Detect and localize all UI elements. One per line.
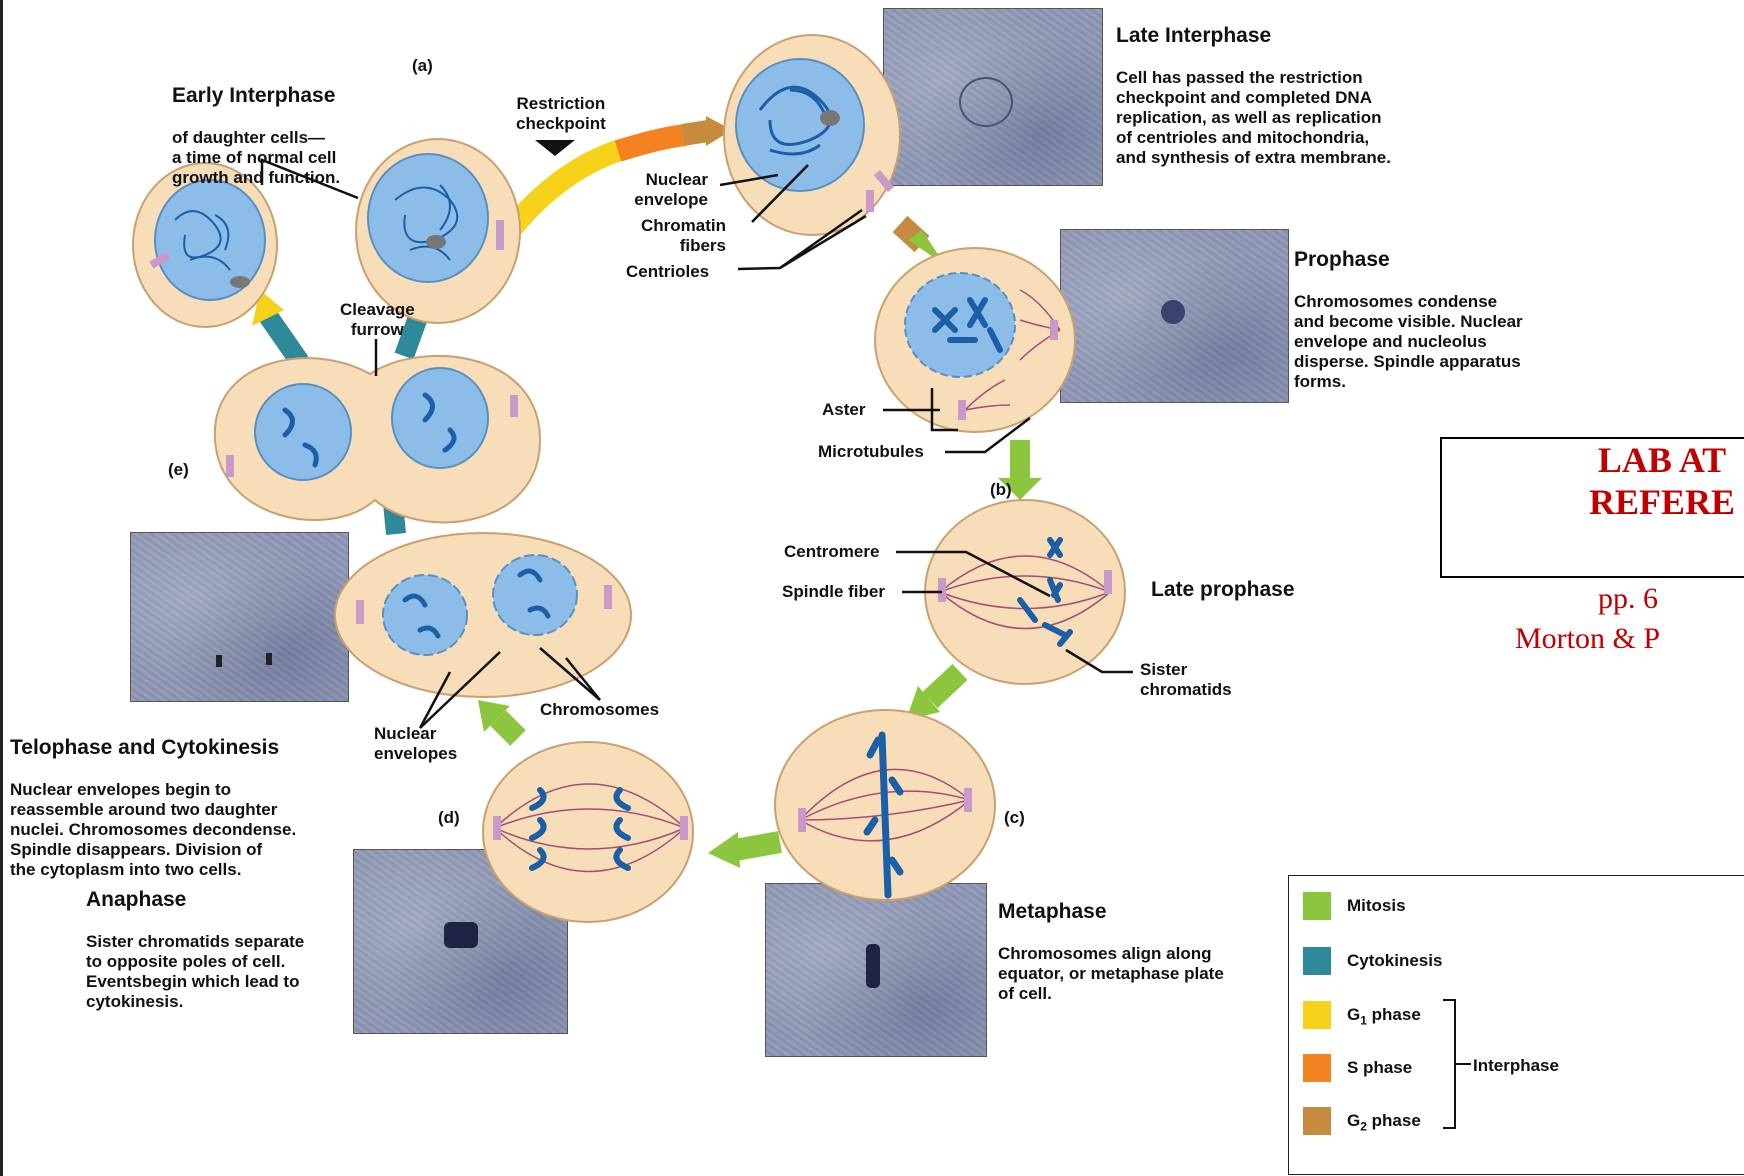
g1-arrow (512, 150, 620, 228)
late-prophase-label: Late prophase (1151, 578, 1295, 602)
anaphase-desc: Sister chromatids separate to opposite p… (86, 932, 356, 1012)
late-prophase-cell (925, 500, 1125, 684)
anaphase-cell (483, 742, 693, 922)
centriole (798, 808, 806, 832)
restriction-checkpoint-label: Restriction checkpoint (516, 94, 606, 134)
sister-chromatids-label: Sister chromatids (1140, 660, 1232, 700)
label-d: (d) (438, 808, 460, 828)
aster-label: Aster (822, 400, 865, 420)
centriole (604, 585, 612, 609)
restriction-checkpoint-marker (535, 140, 575, 156)
nuclear-envelopes-label: Nuclear envelopes (374, 724, 457, 764)
nucleolus (426, 235, 446, 249)
g2-phase-word: phase (1367, 1111, 1421, 1130)
spindle-fiber-label: Spindle fiber (782, 582, 885, 602)
early-interphase-desc: of daughter cells— a time of normal cell… (172, 128, 392, 188)
early-interphase-title: Early Interphase (172, 84, 392, 108)
mitosis-arrow-5 (498, 718, 518, 738)
prophase-title: Prophase (1294, 248, 1584, 272)
microtubules-label: Microtubules (818, 442, 924, 462)
nucleolus (820, 110, 840, 126)
g2-arrow (683, 131, 708, 135)
legend-swatch-mitosis (1303, 892, 1331, 920)
centriole (964, 788, 972, 812)
centriole (866, 190, 874, 212)
centriole (938, 578, 946, 602)
metaphase-block: Metaphase Chromosomes align along equato… (998, 880, 1278, 1024)
label-b: (b) (990, 480, 1012, 500)
chromosomes-label: Chromosomes (540, 700, 659, 720)
prophase-desc: Chromosomes condense and become visible.… (1294, 292, 1584, 392)
label-a: (a) (412, 56, 433, 76)
nucleus (392, 368, 488, 468)
ref-pages: pp. 6 (1598, 582, 1658, 616)
legend-label-g1: G1 phase (1347, 1005, 1421, 1027)
legend-swatch-g2 (1303, 1107, 1331, 1135)
mitosis-arrow-3 (930, 672, 960, 700)
phase-legend: Mitosis Cytokinesis G1 phase S phase G2 … (1288, 875, 1744, 1175)
centromere-label: Centromere (784, 542, 879, 562)
centriole (356, 600, 364, 624)
legend-swatch-g1 (1303, 1001, 1331, 1029)
g2-letter: G (1347, 1111, 1360, 1130)
mitosis-arrow-2 (1010, 440, 1030, 480)
metaphase-title: Metaphase (998, 900, 1278, 924)
metaphase-desc: Chromosomes align along equator, or meta… (998, 944, 1278, 1004)
telophase-desc: Nuclear envelopes begin to reassemble ar… (10, 780, 360, 880)
mitosis-arrow-4 (735, 842, 780, 850)
g1-phase-word: phase (1367, 1005, 1421, 1024)
nucleus (493, 555, 577, 635)
nucleolus (230, 276, 250, 288)
g1-letter: G (1347, 1005, 1360, 1024)
prophase-block: Prophase Chromosomes condense and become… (1294, 228, 1584, 412)
g2-subscript: 2 (1360, 1119, 1367, 1133)
centriole (1050, 320, 1058, 340)
legend-label-cytokinesis: Cytokinesis (1347, 951, 1442, 971)
legend-label-interphase: Interphase (1473, 1056, 1559, 1076)
legend-label-g2: G2 phase (1347, 1111, 1421, 1133)
centrioles-label: Centrioles (626, 262, 709, 282)
telophase-title: Telophase and Cytokinesis (10, 736, 360, 760)
centriole (226, 455, 234, 477)
legend-swatch-s (1303, 1054, 1331, 1082)
mitosis-arrowhead-4 (708, 832, 740, 868)
nuclear-envelope-label: Nuclear envelope (612, 170, 708, 210)
late-interphase-title: Late Interphase (1116, 24, 1456, 48)
nucleus (255, 384, 351, 480)
chromatin-fibers-label: Chromatin fibers (618, 216, 726, 256)
cleavage-furrow-label: Cleavage furrow (340, 300, 415, 340)
late-interphase-block: Late Interphase Cell has passed the rest… (1116, 4, 1456, 188)
centriole (493, 816, 501, 840)
anaphase-block: Anaphase Sister chromatids separate to o… (86, 868, 356, 1032)
ref-box-line1: LAB AT (1442, 439, 1744, 481)
label-e: (e) (168, 460, 189, 480)
label-c: (c) (1004, 808, 1025, 828)
cytokinesis-arrow-left (268, 316, 300, 362)
centriole (510, 395, 518, 417)
centriole (680, 816, 688, 840)
nucleus (736, 59, 864, 191)
lab-reference-box: LAB AT REFERE (1440, 437, 1744, 578)
centriole (958, 400, 966, 420)
centriole (1104, 570, 1112, 594)
nucleus (383, 575, 467, 655)
ref-authors: Morton & P (1515, 622, 1660, 656)
g1-subscript: 1 (1360, 1013, 1367, 1027)
ref-box-line2: REFERE (1442, 481, 1744, 523)
legend-label-mitosis: Mitosis (1347, 896, 1406, 916)
late-interphase-desc: Cell has passed the restriction checkpoi… (1116, 68, 1456, 168)
legend-swatch-cytokinesis (1303, 947, 1331, 975)
nucleus (905, 273, 1015, 377)
telophase-cell (335, 533, 631, 697)
anaphase-title: Anaphase (86, 888, 356, 912)
early-interphase-block: Early Interphase of daughter cells— a ti… (172, 64, 392, 208)
centriole (496, 220, 504, 250)
legend-label-s: S phase (1347, 1058, 1412, 1078)
s-arrow (618, 135, 685, 151)
